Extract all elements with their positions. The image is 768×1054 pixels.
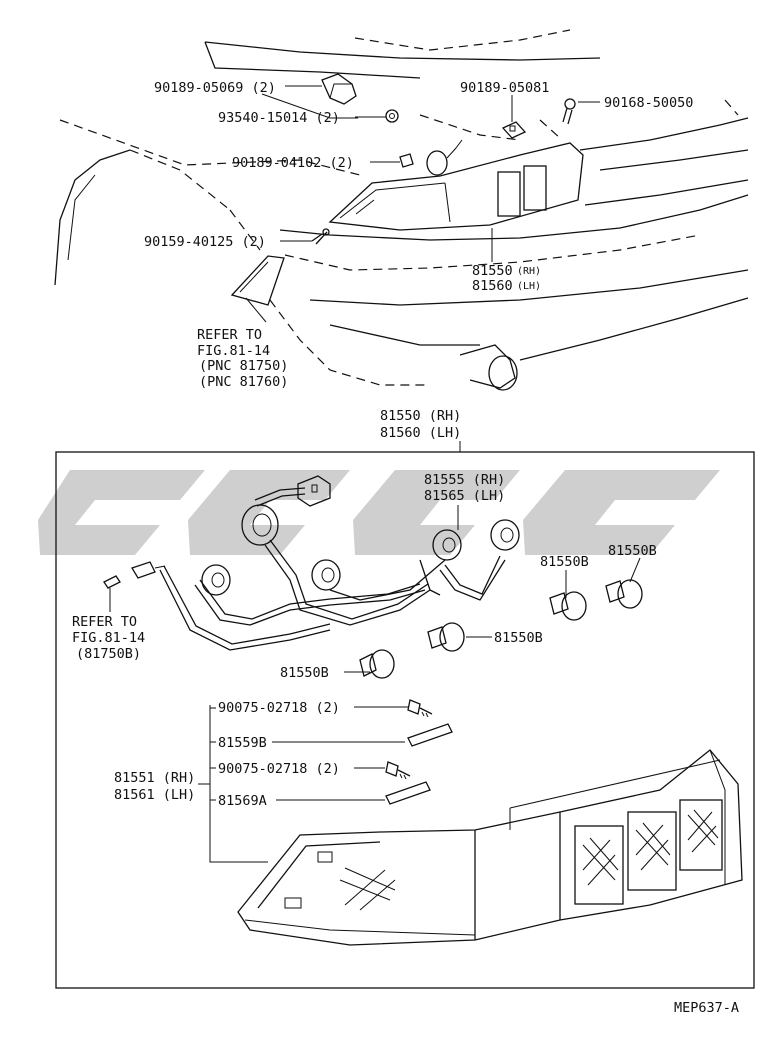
label-socket-rh: 81555 (RH) — [424, 472, 505, 488]
screw-icon — [562, 98, 576, 125]
refer-top-line4: (PNC 81760) — [199, 374, 288, 390]
socket-icon — [311, 559, 341, 591]
socket-icon — [432, 529, 462, 561]
tail-lamp-lens — [237, 749, 743, 946]
bulb-icon — [605, 579, 643, 609]
leader-lines-box — [109, 505, 641, 863]
nut-icon — [501, 121, 527, 139]
refer-top-line3: (PNC 81750) — [199, 358, 288, 374]
diagram-code: MEP637-A — [674, 1000, 739, 1016]
tail-lamp-installed — [328, 142, 584, 231]
box-title-rh: 81550 (RH) — [380, 408, 461, 424]
label-gasket-1: 81559B — [218, 735, 267, 751]
label-90189-05069: 90189-05069 (2) — [154, 80, 276, 96]
wiring-harness — [159, 487, 506, 651]
label-90168-50050: 90168-50050 — [604, 95, 693, 111]
screw-icon — [385, 761, 411, 780]
label-bulb-d: 81550B — [280, 665, 329, 681]
label-bulb-a: 81550B — [540, 554, 589, 570]
label-lens-lh: 81561 (LH) — [114, 787, 195, 803]
label-bulb-b: 81550B — [608, 543, 657, 559]
socket-icon — [490, 519, 520, 551]
gasket-icon — [407, 723, 453, 747]
label-81560-side: (LH) — [517, 281, 541, 292]
bulb-icon — [103, 561, 166, 589]
label-81560: 81560 — [472, 278, 513, 294]
refer-box-line3: (81750B) — [76, 646, 141, 662]
label-90189-05081: 90189-05081 — [460, 80, 549, 96]
watermark — [38, 470, 720, 555]
label-screw-2: 90075-02718 (2) — [218, 761, 340, 777]
bulb-icon — [359, 649, 395, 679]
connector-icon — [297, 475, 331, 507]
refer-top-line2: FIG.81-14 — [197, 343, 270, 359]
screw-icon — [407, 699, 433, 718]
label-socket-lh: 81565 (LH) — [424, 488, 505, 504]
refer-box-line1: REFER TO — [72, 614, 137, 630]
gasket-icon — [385, 781, 431, 805]
socket-icon — [201, 564, 231, 596]
label-93540-15014: 93540-15014 (2) — [218, 110, 340, 126]
label-bulb-c: 81550B — [494, 630, 543, 646]
bulb-icon — [549, 591, 587, 621]
leader-lines-top — [245, 85, 600, 323]
side-marker-lens — [230, 255, 285, 306]
socket-icon — [426, 139, 463, 176]
label-81550-side: (RH) — [517, 266, 541, 277]
detail-box — [55, 451, 755, 989]
label-90189-04102: 90189-04102 (2) — [232, 155, 354, 171]
label-screw-1: 90075-02718 (2) — [218, 700, 340, 716]
nut-icon — [399, 153, 414, 168]
refer-top-line1: REFER TO — [197, 327, 262, 343]
screw-icon — [311, 228, 330, 245]
socket-icon — [241, 504, 279, 546]
label-gasket-2: 81569A — [218, 793, 267, 809]
exhaust-pipe — [459, 344, 518, 391]
grommet-icon — [385, 109, 399, 123]
label-90159-40125: 90159-40125 (2) — [144, 234, 266, 250]
vehicle-body-outline — [54, 29, 749, 386]
box-title-lh: 81560 (LH) — [380, 425, 461, 441]
label-lens-rh: 81551 (RH) — [114, 770, 195, 786]
label-81550: 81550 — [472, 263, 513, 279]
bulb-icon — [427, 622, 465, 652]
clip-icon — [321, 73, 357, 105]
refer-box-line2: FIG.81-14 — [72, 630, 145, 646]
